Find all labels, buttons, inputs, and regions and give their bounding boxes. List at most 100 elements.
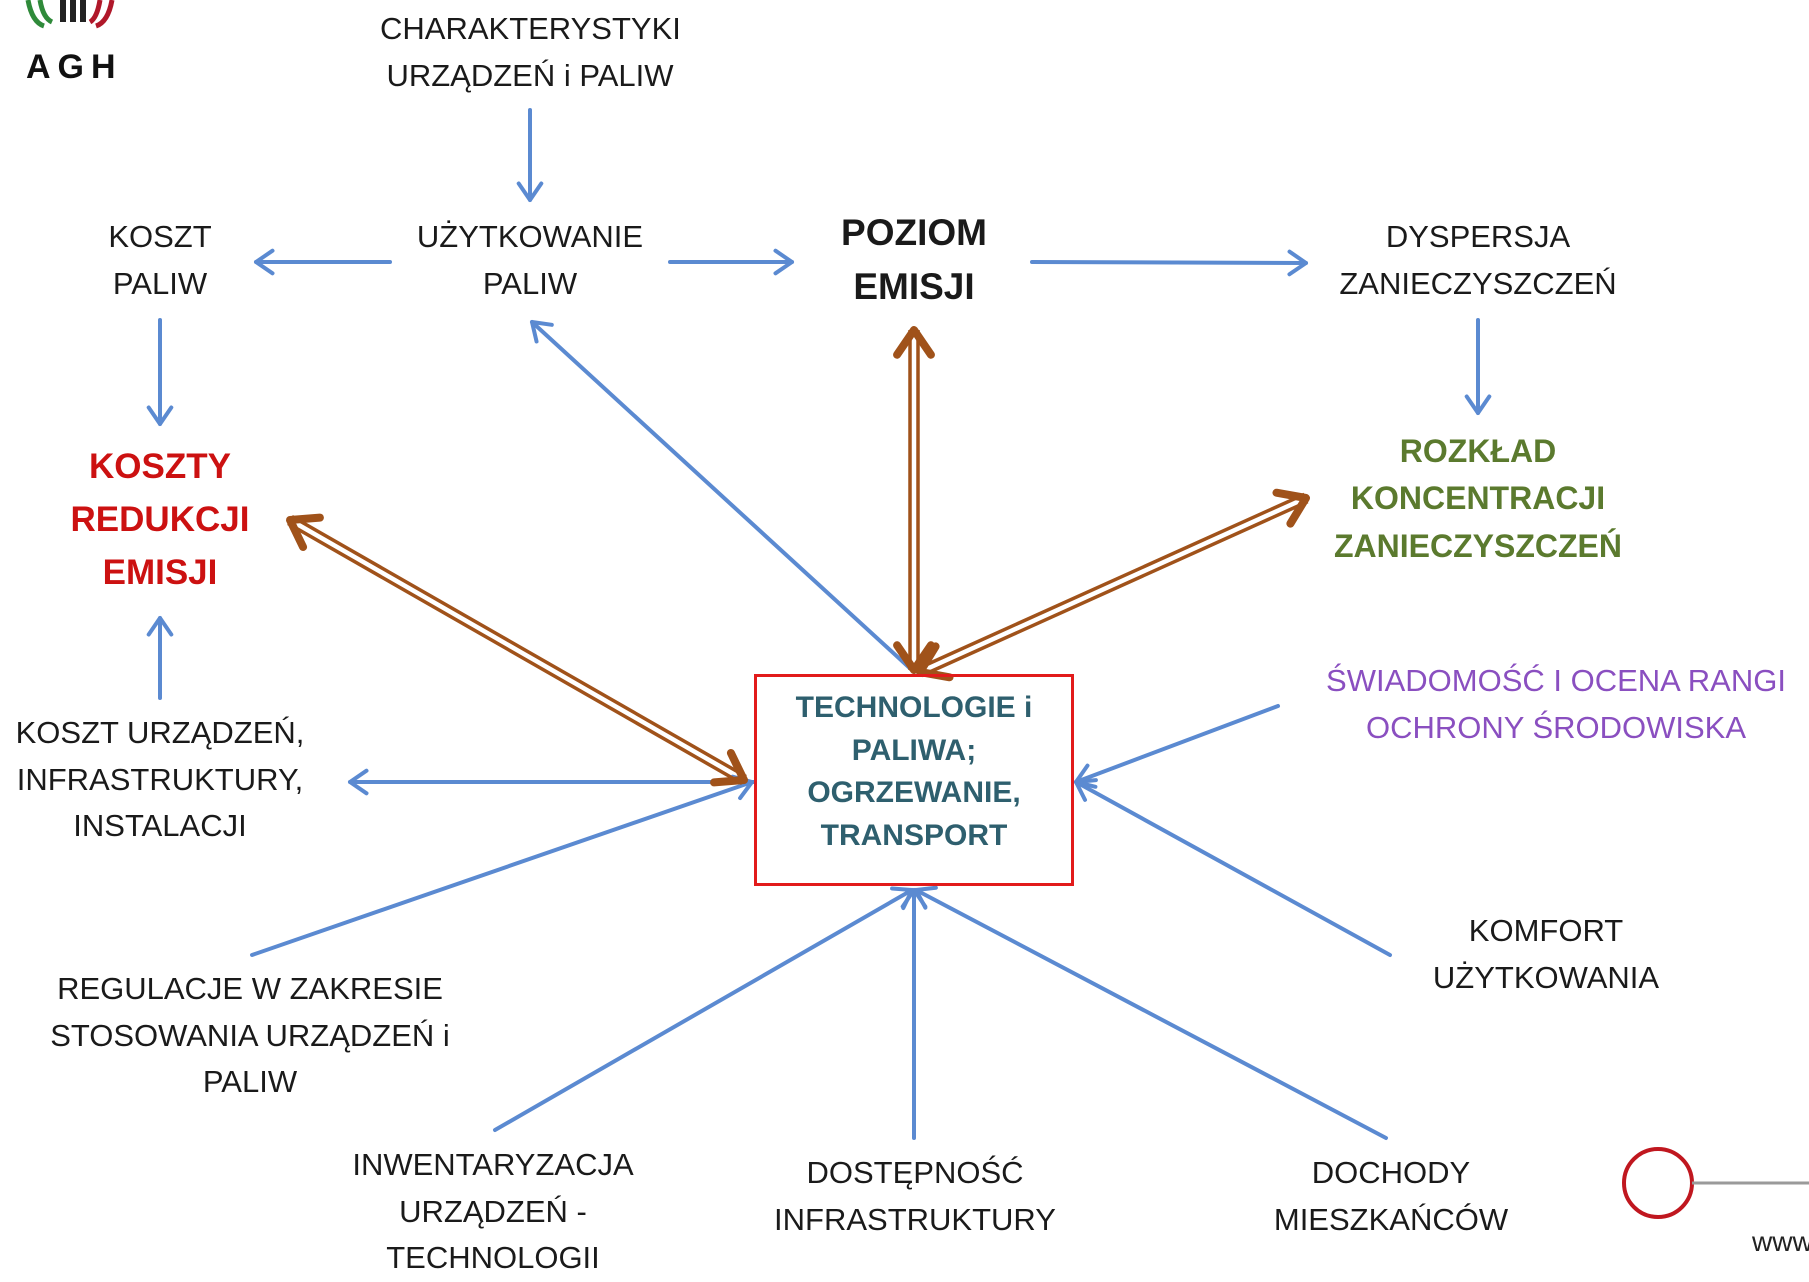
- node-concentration-line3: ZANIECZYSZCZEŃ: [1334, 527, 1622, 564]
- node-concentration-line2: KONCENTRACJI: [1350, 480, 1606, 517]
- node-center-line4: TRANSPORT: [820, 818, 1008, 852]
- node-comfort: KOMFORT UŻYTKOWANIA: [1396, 908, 1696, 1001]
- arrow-emission-level-to-dispersion-head: [1287, 249, 1308, 277]
- node-characteristics: CHARAKTERYSTYKI URZĄDZEŃ i PALIW: [380, 6, 681, 99]
- node-reduction-costs-line2: REDUKCJI: [70, 500, 250, 540]
- arrow-fuel-use-to-emission-level: [668, 248, 794, 276]
- arrow-center-concentration-shaft-b: [917, 492, 1306, 670]
- arrow-equipment-cost-to-reduction-costs-head: [146, 616, 174, 637]
- arrow-income-to-center-shaft: [914, 888, 1388, 1140]
- node-dispersion-line2: ZANIECZYSZCZEŃ: [1339, 265, 1617, 301]
- node-dispersion-line1: DYSPERSJA: [1385, 219, 1571, 254]
- corner-decoration: [1622, 1147, 1809, 1219]
- node-awareness-line1: ŚWIADOMOŚĆ I OCENA RANGI: [1326, 663, 1786, 698]
- arrow-center-concentration-head-end: [1272, 488, 1310, 528]
- node-fuel-cost: KOSZT PALIW: [80, 214, 240, 307]
- node-income: DOCHODY MIESZKAŃCÓW: [1246, 1150, 1536, 1243]
- brown-arrows-group: [286, 326, 1310, 787]
- node-inventory-line1: INWENTARYZACJA: [352, 1147, 634, 1182]
- agh-logo-mark: [25, 0, 115, 29]
- arrow-regulations-to-center-shaft: [250, 780, 754, 957]
- arrow-characteristics-to-fuel-use-head: [516, 181, 544, 202]
- arrow-center-to-equipment-cost-head: [348, 768, 369, 796]
- node-reduction-costs-line1: KOSZTY: [89, 447, 231, 486]
- arrow-inventory-to-center-shaft: [493, 888, 914, 1132]
- node-inventory-line2: URZĄDZEŃ -: [399, 1193, 587, 1229]
- agh-logo-text: AGH: [26, 48, 123, 86]
- arrow-center-to-fuel-use-shaft: [530, 320, 916, 674]
- arrow-fuel-use-to-fuel-cost: [254, 248, 392, 276]
- node-inventory: INWENTARYZACJA URZĄDZEŃ - TECHNOLOGII: [333, 1142, 653, 1282]
- node-inventory-line3: TECHNOLOGII: [386, 1240, 600, 1275]
- node-emission-level-line1: POZIOM: [841, 212, 987, 253]
- node-regulations-line2: STOSOWANIA URZĄDZEŃ i: [50, 1017, 450, 1053]
- arrow-fuel-cost-to-reduction-costs-head: [146, 405, 174, 426]
- arrow-center-reduction-costs-head-end: [286, 513, 324, 552]
- arrow-income-to-center-head: [914, 885, 938, 910]
- arrow-income-to-center: [914, 885, 1388, 1140]
- arrow-characteristics-to-fuel-use: [516, 108, 544, 202]
- node-awareness: ŚWIADOMOŚĆ I OCENA RANGI OCHRONY ŚRODOWI…: [1306, 658, 1806, 751]
- node-concentration: ROZKŁAD KONCENTRACJI ZANIECZYSZCZEŃ: [1318, 428, 1638, 570]
- node-concentration-line1: ROZKŁAD: [1399, 433, 1557, 469]
- arrow-center-emission-level-head-end: [893, 326, 935, 359]
- node-infrastructure-line2: INFRASTRUKTURY: [774, 1201, 1056, 1237]
- arrow-fuel-use-to-fuel-cost-head: [254, 248, 275, 276]
- arrow-center-to-equipment-cost: [348, 768, 756, 796]
- node-fuel-use-line1: UŻYTKOWANIE: [416, 219, 644, 254]
- node-center-line2: PALIWA;: [851, 733, 977, 767]
- node-comfort-line1: KOMFORT: [1468, 913, 1624, 948]
- arrow-center-reduction-costs-shaft-b: [287, 521, 743, 785]
- node-comfort-line2: UŻYTKOWANIA: [1432, 959, 1660, 995]
- node-income-line2: MIESZKAŃCÓW: [1273, 1201, 1509, 1237]
- arrow-regulations-to-center: [250, 774, 754, 957]
- arrow-comfort-to-center: [1074, 778, 1392, 957]
- node-regulations-line1: REGULACJE W ZAKRESIE: [57, 971, 443, 1006]
- node-fuel-use-line2: PALIW: [482, 265, 578, 301]
- arrow-center-concentration-shaft-a: [920, 500, 1309, 678]
- arrow-inventory-to-center: [493, 886, 914, 1132]
- arrow-center-to-fuel-use: [530, 320, 916, 674]
- node-fuel-cost-line1: KOSZT: [108, 219, 212, 254]
- blue-arrows-group: [146, 108, 1492, 1140]
- arrow-dispersion-to-concentration-head: [1464, 394, 1492, 415]
- arrow-center-reduction-costs-head-start: [710, 748, 748, 787]
- arrow-equipment-cost-to-reduction-costs: [146, 616, 174, 700]
- arrow-fuel-cost-to-reduction-costs: [146, 318, 174, 426]
- node-characteristics-line1: CHARAKTERYSTYKI: [380, 11, 681, 46]
- node-characteristics-line2: URZĄDZEŃ i PALIW: [386, 57, 674, 93]
- arrow-emission-level-to-dispersion-shaft: [1030, 260, 1308, 265]
- node-equipment-cost-line2: INFRASTRUKTURY,: [16, 761, 304, 797]
- arrow-center-to-fuel-use-head: [530, 320, 554, 344]
- node-fuel-use: UŻYTKOWANIE PALIW: [400, 214, 660, 307]
- arrow-awareness-to-center-head: [1074, 763, 1098, 789]
- node-regulations: REGULACJE W ZAKRESIE STOSOWANIA URZĄDZEŃ…: [30, 966, 470, 1106]
- node-reduction-costs-line3: EMISJI: [102, 553, 218, 593]
- node-infrastructure-line1: DOSTĘPNOŚĆ: [806, 1155, 1024, 1190]
- node-regulations-line3: PALIW: [202, 1064, 298, 1099]
- node-dispersion: DYSPERSJA ZANIECZYSZCZEŃ: [1318, 214, 1638, 307]
- node-center-line1: TECHNOLOGIE i: [795, 691, 1033, 724]
- arrow-emission-level-to-dispersion: [1030, 249, 1308, 277]
- node-emission-level: POZIOM EMISJI: [784, 206, 1044, 313]
- arrow-center-emission-level: [893, 326, 935, 674]
- node-equipment-cost-line1: KOSZT URZĄDZEŃ,: [15, 715, 305, 750]
- arrow-awareness-to-center: [1074, 704, 1280, 789]
- corner-url-fragment: www: [1752, 1226, 1809, 1257]
- arrow-center-reduction-costs: [286, 513, 748, 787]
- node-reduction-costs: KOSZTY REDUKCJI EMISJI: [40, 440, 280, 600]
- node-equipment-cost-line3: INSTALACJI: [73, 808, 247, 843]
- arrow-fuel-use-to-emission-level-head: [773, 248, 794, 276]
- node-income-line1: DOCHODY: [1311, 1155, 1471, 1190]
- node-equipment-cost: KOSZT URZĄDZEŃ, INFRASTRUKTURY, INSTALAC…: [0, 710, 320, 850]
- node-infrastructure: DOSTĘPNOŚĆ INFRASTRUKTURY: [760, 1150, 1070, 1243]
- node-awareness-line2: OCHRONY ŚRODOWISKA: [1365, 709, 1747, 745]
- node-fuel-cost-line2: PALIW: [112, 265, 208, 301]
- arrow-center-reduction-costs-shaft-a: [291, 515, 747, 779]
- arrow-comfort-to-center-shaft: [1074, 780, 1392, 957]
- arrow-infrastructure-to-center: [900, 888, 928, 1140]
- arrow-center-concentration: [916, 488, 1310, 682]
- node-center-line3: OGRZEWANIE,: [807, 776, 1021, 810]
- arrow-dispersion-to-concentration: [1464, 318, 1492, 415]
